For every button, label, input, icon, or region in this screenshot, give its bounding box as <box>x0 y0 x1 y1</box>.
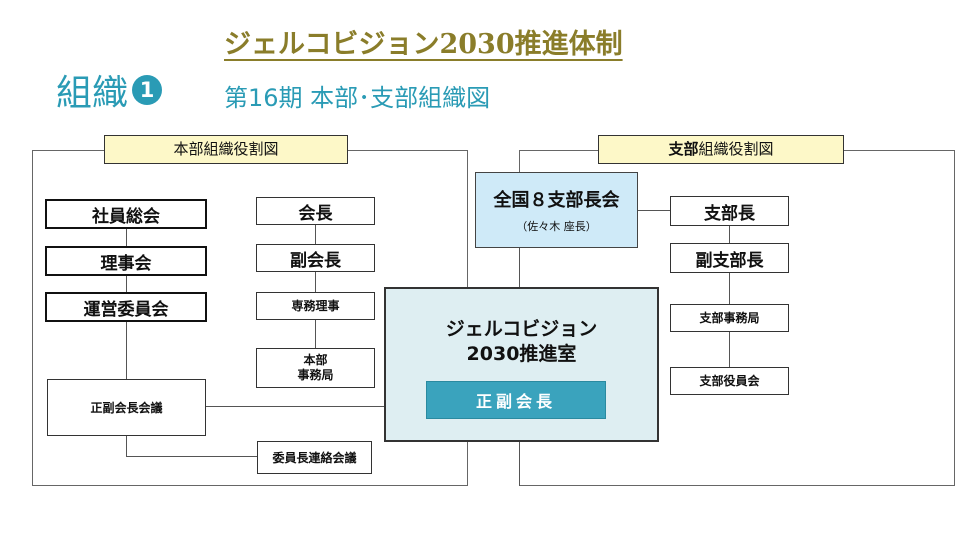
branch-secretariat-box: 支部事務局 <box>670 304 789 332</box>
branch-officers-box: 支部役員会 <box>670 367 789 395</box>
section-label-text: 組織 <box>56 73 129 114</box>
connector-line <box>206 406 384 407</box>
connector-line <box>315 225 316 350</box>
connector-line <box>519 441 520 486</box>
hq-vice-chairman-box: 副会長 <box>256 244 375 272</box>
page-title: ジェルコビジョン2030推進体制 <box>224 29 623 60</box>
connector-line <box>638 210 670 211</box>
branch-council-subtitle: （佐々木 座長） <box>516 220 597 233</box>
hq-steering-committee-box: 運営委員会 <box>45 292 207 322</box>
connector-line <box>729 225 730 368</box>
connector-line <box>126 456 258 457</box>
branch-frame-tag: 支部組織役割図 <box>598 135 844 164</box>
page-subtitle: 第16期 本部･支部組織図 <box>224 84 491 112</box>
hq-executive-director-box: 専務理事 <box>256 292 375 320</box>
hq-secretariat-box: 本部 事務局 <box>256 348 375 388</box>
vision-promotion-office-box: ジェルコビジョン 2030推進室 正副会長 <box>384 287 659 442</box>
branch-council-title: 全国８支部長会 <box>493 190 620 211</box>
hq-chairman-box: 会長 <box>256 197 375 225</box>
hq-general-meeting-box: 社員総会 <box>45 199 207 229</box>
section-label: 組織 1 <box>56 64 163 116</box>
vision-promotion-office-title: ジェルコビジョン 2030推進室 <box>445 318 598 365</box>
section-number-badge: 1 <box>132 75 163 105</box>
branch-head-box: 支部長 <box>670 196 789 226</box>
branch-tag-strong: 支部 <box>668 140 699 158</box>
connector-line <box>126 435 127 457</box>
connector-line <box>519 248 520 288</box>
branch-tag-rest: 組織役割図 <box>698 140 774 158</box>
vice-chair-badge: 正副会長 <box>426 381 606 419</box>
chair-liaison-meeting-box: 委員長連絡会議 <box>257 441 372 474</box>
branch-vice-head-box: 副支部長 <box>670 243 789 273</box>
branch-council-box: 全国８支部長会 （佐々木 座長） <box>475 172 638 248</box>
hq-board-box: 理事会 <box>45 246 207 276</box>
hq-frame-tag: 本部組織役割図 <box>104 135 348 164</box>
vice-chair-meeting-box: 正副会長会議 <box>47 379 206 436</box>
